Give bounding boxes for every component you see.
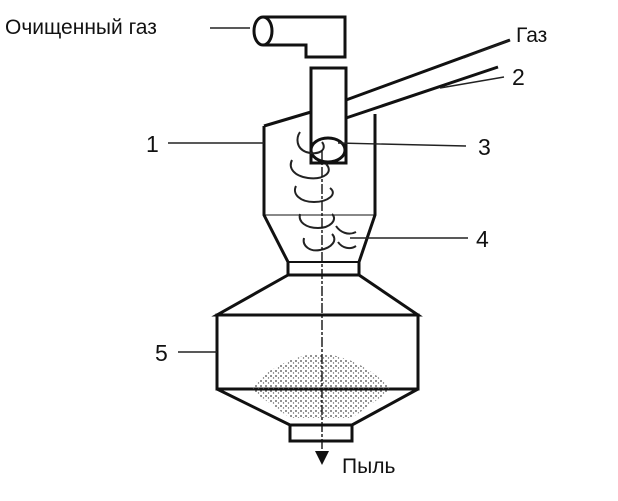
label-5: 5 [155,340,168,366]
gas-inlet-pipe [345,38,511,120]
outlet-pipe [252,15,347,59]
dust-pile [250,354,392,418]
label-4: 4 [476,226,489,252]
bunker-top [211,273,423,317]
cyclone-body [262,110,377,277]
dust-label: Пыль [342,455,396,478]
vortex-tube [309,66,348,165]
leader-lines [168,27,511,353]
label-3: 3 [478,134,491,160]
clean-gas-label: Очищенный газ [5,16,157,39]
gas-label: Газ [516,24,548,47]
spiral-flow [289,131,357,252]
label-2: 2 [512,64,525,90]
label-1: 1 [146,131,159,157]
